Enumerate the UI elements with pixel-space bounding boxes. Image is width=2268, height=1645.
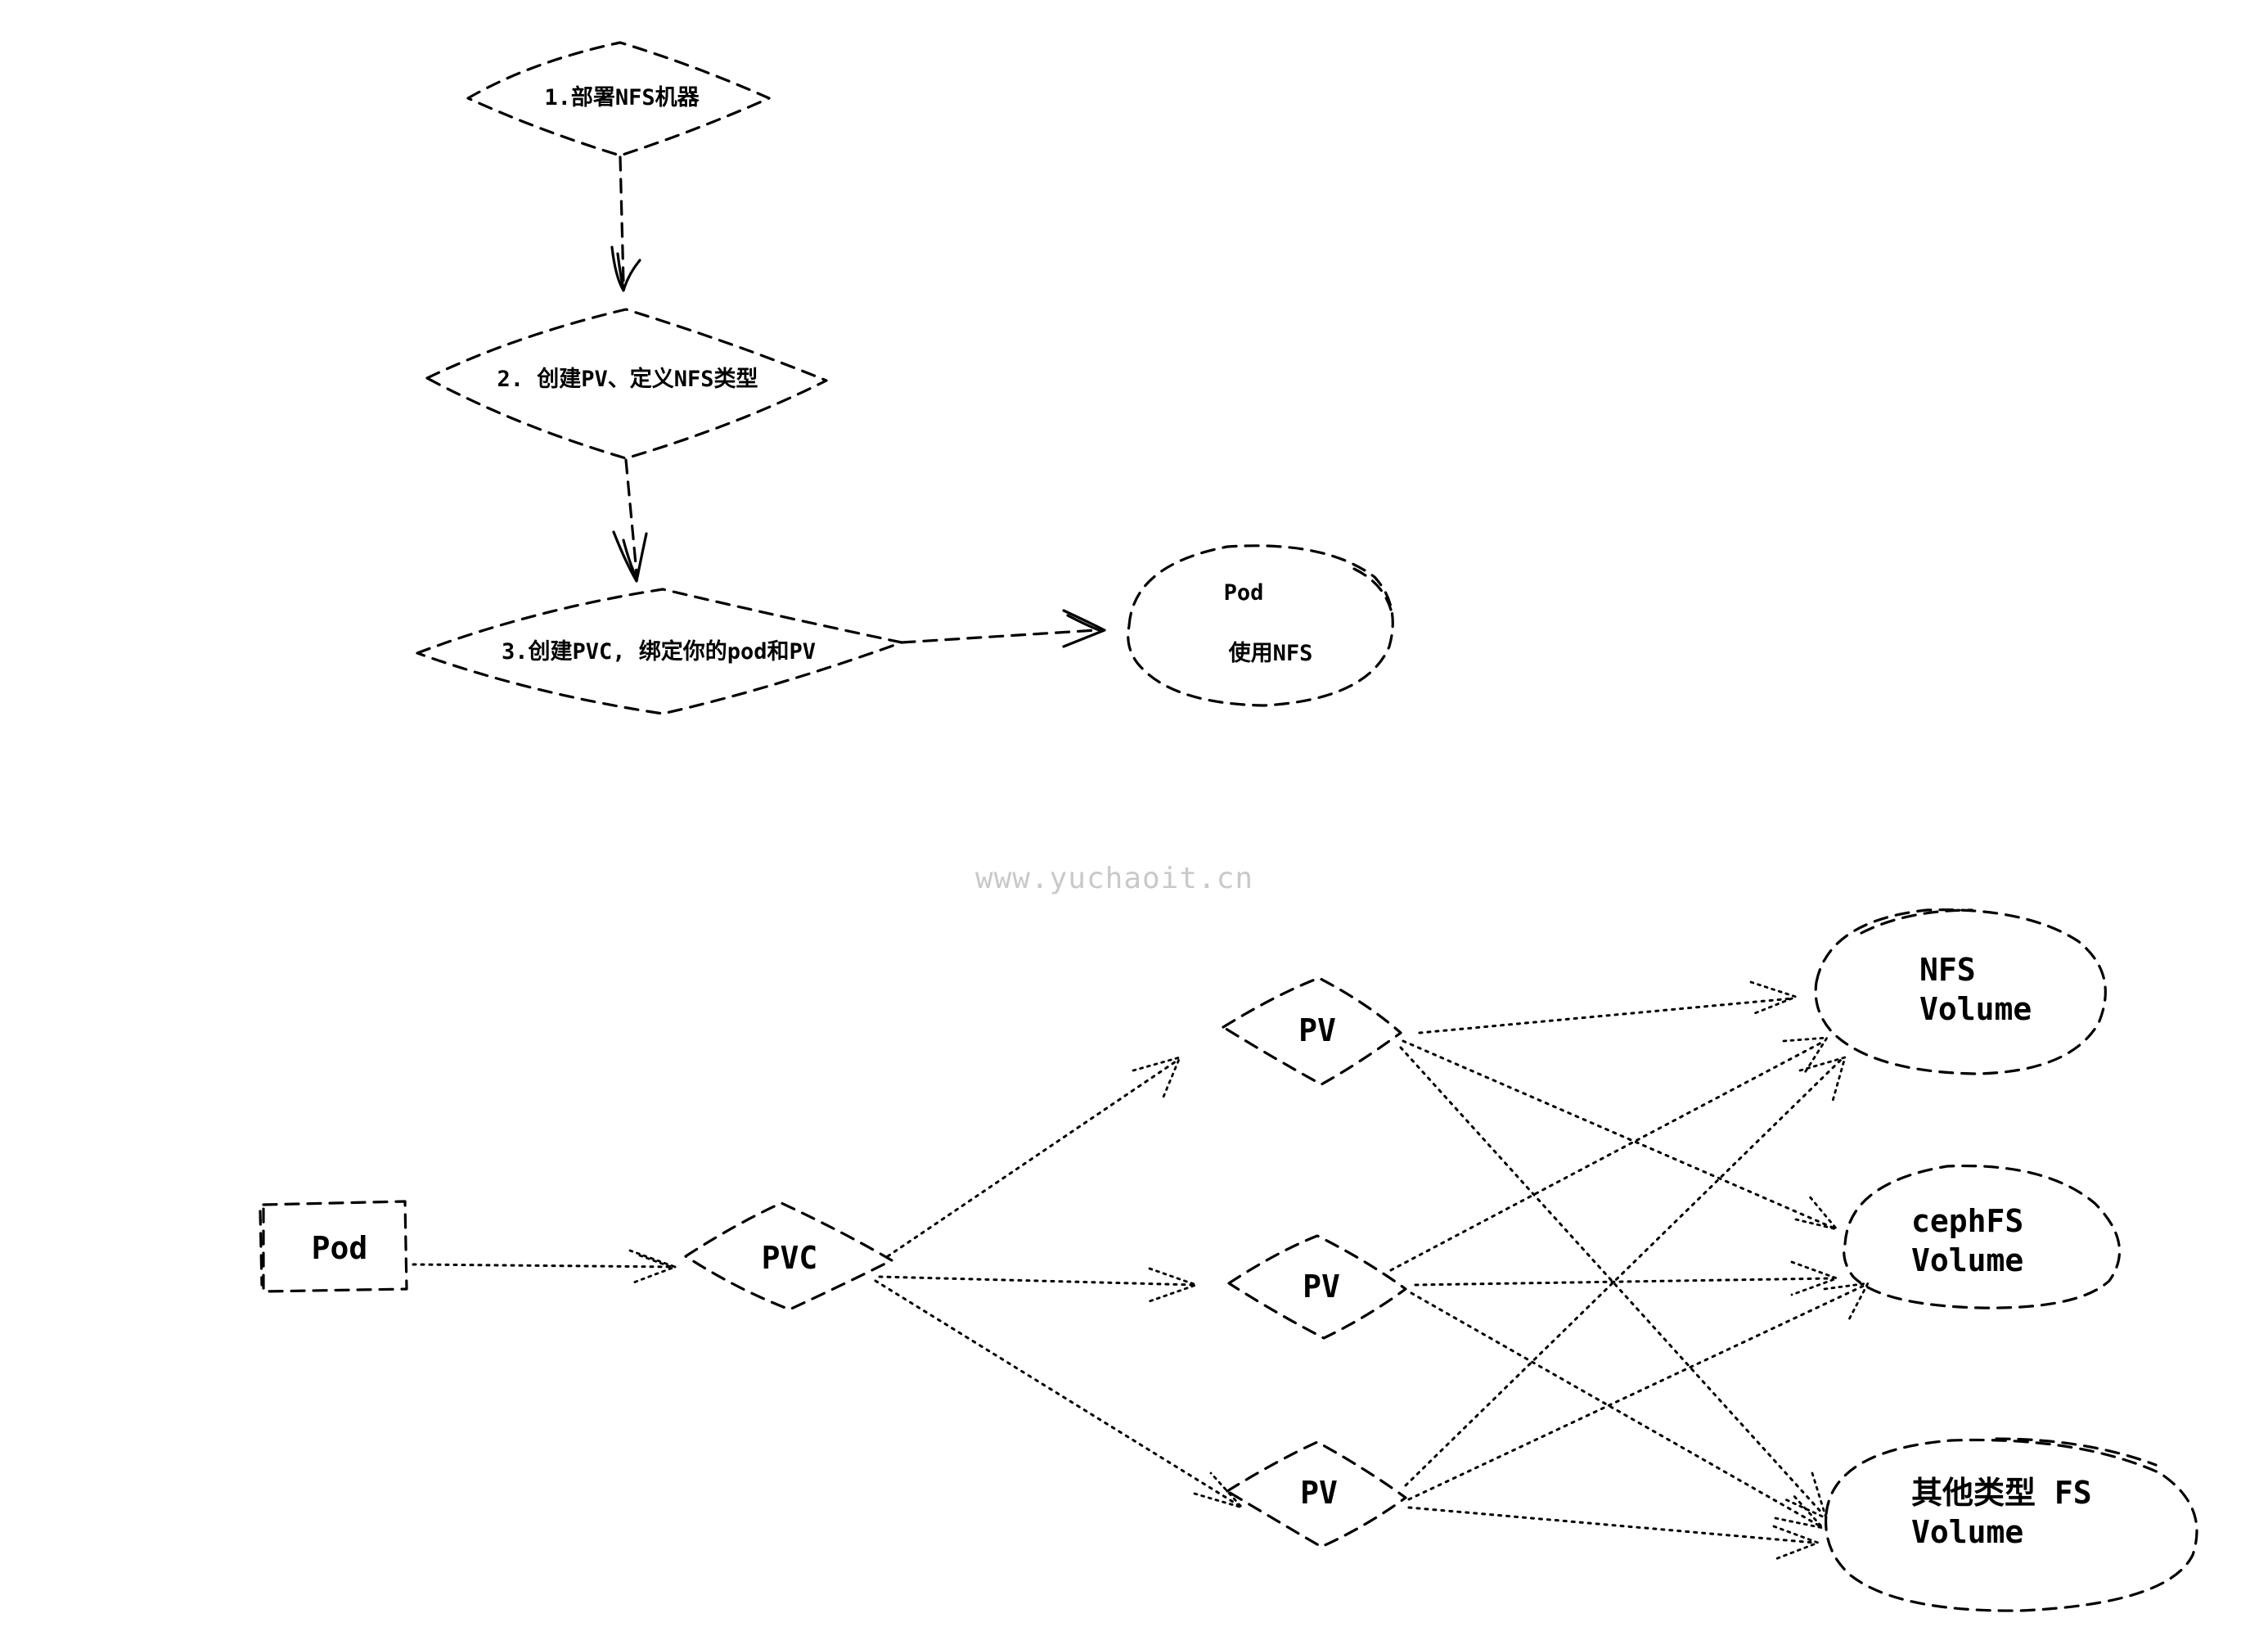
- step2-label: 2. 创建PV、定义NFS类型: [497, 366, 758, 392]
- other-fs-volume-node: 其他类型 FS Volume: [1824, 1437, 2198, 1612]
- arrow-pvc-pv2: [878, 1267, 1198, 1303]
- cephfs-volume-ellipse: [1843, 1164, 2122, 1309]
- arrows-pv1-volumes: [1399, 980, 1838, 1520]
- nfs-volume-line2: Volume: [1919, 991, 2032, 1027]
- pv1-diamond: [1222, 976, 1402, 1086]
- pv1-label: PV: [1298, 1012, 1336, 1048]
- pv2-node: PV: [1227, 1234, 1407, 1340]
- arrow-pvc-pv3: [874, 1279, 1244, 1509]
- arrows-pv3-volumes: [1404, 1056, 1870, 1561]
- nfs-volume-node: NFS Volume: [1814, 908, 2107, 1075]
- cephfs-volume-line2: Volume: [1911, 1242, 2023, 1278]
- step2-node: 2. 创建PV、定义NFS类型: [425, 308, 828, 460]
- other-fs-volume-ellipse: [1824, 1438, 2198, 1612]
- pv3-label: PV: [1300, 1475, 1338, 1511]
- pod-desc: 使用NFS: [1228, 641, 1313, 666]
- arrow-step2-step3: [612, 458, 648, 583]
- pod-box-node: Pod: [259, 1200, 408, 1293]
- arrow-pod-pvc: [412, 1249, 677, 1285]
- step1-diamond: [466, 41, 771, 157]
- step3-node: 3.创建PVC, 绑定你的pod和PV: [416, 588, 903, 715]
- pod-ellipse: [1127, 544, 1394, 707]
- pv1-node: PV: [1222, 976, 1402, 1086]
- nfs-volume-ellipse: [1814, 908, 2107, 1075]
- pvc-diamond: [684, 1201, 893, 1311]
- pv2-diamond: [1227, 1234, 1407, 1340]
- flow-chart: 1.部署NFS机器 2. 创建PV、定义NFS类型 3.创建PVC, 绑定你的p…: [416, 41, 1394, 715]
- other-fs-volume-line2: Volume: [1911, 1514, 2023, 1550]
- binding-diagram: Pod PVC PV: [259, 908, 2198, 1612]
- step1-label: 1.部署NFS机器: [544, 84, 700, 110]
- cephfs-volume-line1: cephFS: [1911, 1203, 2023, 1239]
- watermark: www.yuchaoit.cn: [975, 862, 1253, 895]
- pv3-node: PV: [1226, 1440, 1407, 1548]
- pvc-node: PVC: [684, 1201, 893, 1311]
- arrow-step3-pod: [900, 609, 1106, 648]
- arrow-pvc-pv1: [886, 1056, 1181, 1258]
- pod-node: Pod 使用NFS: [1127, 544, 1394, 707]
- pv3-diamond: [1226, 1440, 1407, 1548]
- pvc-label: PVC: [762, 1240, 818, 1276]
- step3-label: 3.创建PVC, 绑定你的pod和PV: [502, 638, 816, 665]
- arrow-step1-step2: [610, 155, 641, 292]
- step2-diamond: [425, 308, 828, 460]
- nfs-volume-line1: NFS: [1919, 952, 1976, 988]
- pv2-label: PV: [1303, 1269, 1340, 1305]
- arrows-pv2-volumes: [1389, 1036, 1838, 1530]
- pod-box-label: Pod: [312, 1230, 368, 1266]
- pod-box: [262, 1200, 408, 1293]
- pod-title: Pod: [1224, 580, 1264, 606]
- other-fs-volume-line1: 其他类型 FS: [1911, 1475, 2092, 1511]
- cephfs-volume-node: cephFS Volume: [1843, 1164, 2122, 1309]
- step1-node: 1.部署NFS机器: [466, 41, 771, 157]
